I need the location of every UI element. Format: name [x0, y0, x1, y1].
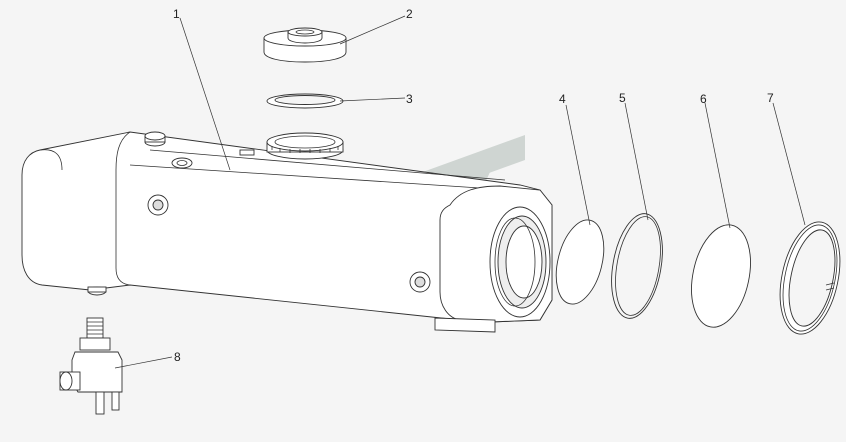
callout-2: 2 — [406, 7, 413, 21]
callout-8: 8 — [174, 350, 181, 364]
end-disc — [555, 219, 605, 305]
drain-valve — [59, 317, 123, 415]
callout-4: 4 — [559, 92, 566, 106]
callout-5: 5 — [619, 91, 626, 105]
retaining-ring — [779, 221, 841, 335]
cover-plate — [691, 224, 751, 328]
callout-6: 6 — [700, 92, 707, 106]
callout-3: 3 — [406, 92, 413, 106]
callout-labels: 1 2 3 4 5 6 7 8 — [173, 7, 774, 364]
callout-1: 1 — [173, 7, 180, 21]
cap-gasket — [266, 93, 344, 109]
fuel-tank-body — [21, 131, 553, 333]
leader-lines — [114, 15, 806, 369]
callout-7: 7 — [767, 91, 774, 105]
sealing-ring — [611, 213, 663, 319]
filler-cap — [263, 27, 347, 63]
